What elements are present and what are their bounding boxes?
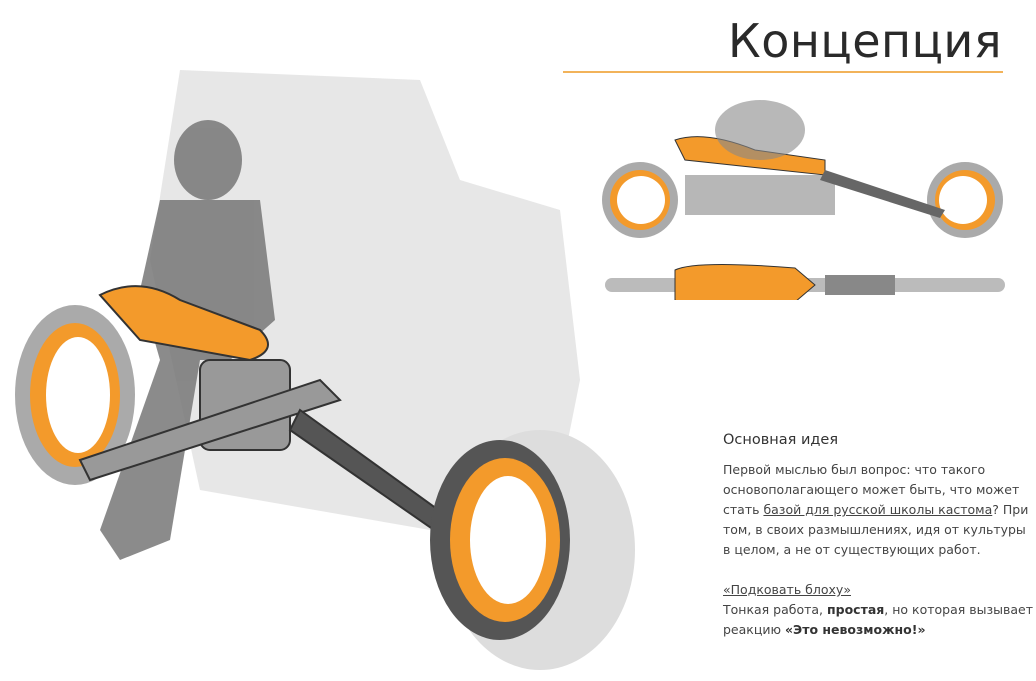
page-title: Концепция [728, 14, 1002, 68]
russian-custom-school-link[interactable]: базой для русской школы кастома [763, 502, 993, 517]
idea-text: Первой мыслью был вопрос: что такого осн… [723, 462, 1020, 517]
side-view [602, 100, 1003, 238]
top-view [605, 263, 1005, 300]
idea-text-end: ? При том, в своих размышлениях, идя от … [723, 502, 1029, 557]
motorcycle-side-and-top-views [602, 100, 1005, 300]
rear-wheel [15, 305, 135, 485]
bold-impossible: «Это невозможно!» [784, 622, 926, 637]
seat [98, 285, 269, 362]
quote-text-mid: , но которая вызывает реакцию [723, 602, 1034, 637]
motorcycle-concept-illustration [15, 70, 635, 670]
main-idea-section: Основная идея Первой мыслью был вопрос: … [723, 430, 1033, 640]
front-wheel [430, 430, 635, 670]
quote-title-link[interactable]: «Подковать блоху» [723, 582, 851, 597]
quote-text: Тонкая работа, [723, 602, 827, 617]
idea-paragraph: Первой мыслью был вопрос: что такого осн… [723, 460, 1033, 560]
title-underline [563, 71, 1003, 73]
section-heading: Основная идея [723, 432, 839, 448]
quote-paragraph: Тонкая работа, простая, но которая вызыв… [723, 600, 1033, 640]
bold-simple: простая [827, 602, 885, 617]
